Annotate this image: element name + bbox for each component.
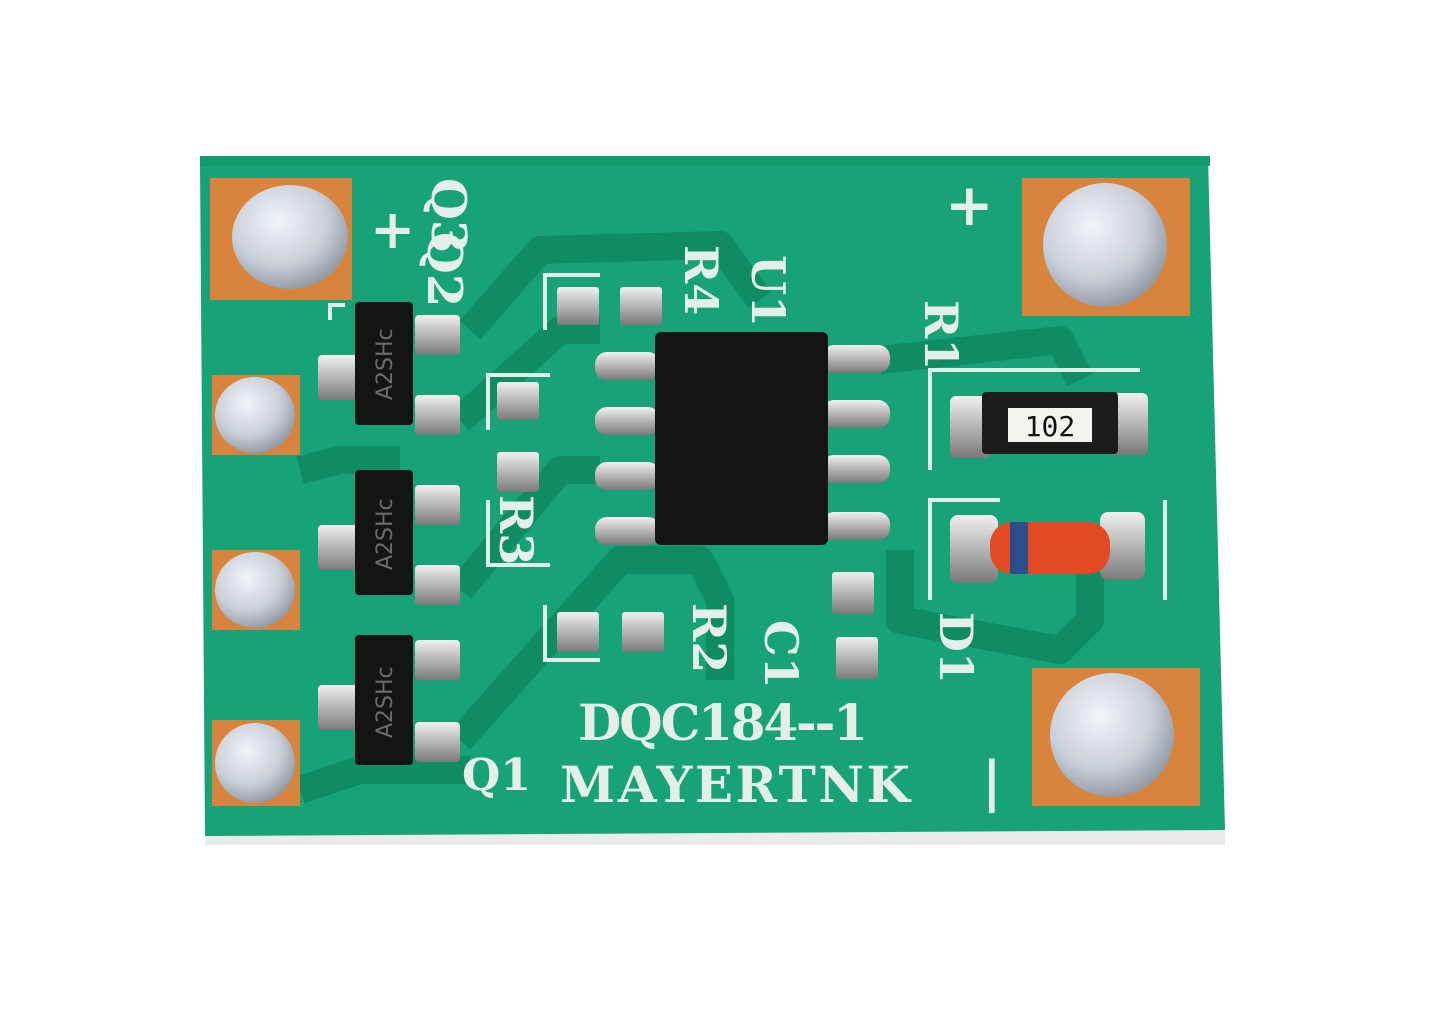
silkscreen-labels: + + | Q3 Q2 Q1 R4 U1 R1 R3 R2 C1 D1 DQC1… <box>370 171 1002 814</box>
resistor-code: 102 <box>1025 410 1076 443</box>
diode-d1 <box>950 512 1145 583</box>
label-u1: U1 <box>741 255 795 327</box>
label-r2: R2 <box>682 603 736 673</box>
label-c1: C1 <box>754 620 808 689</box>
label-plus-left: + <box>370 197 415 261</box>
label-r4: R4 <box>674 245 728 315</box>
solder-pads-edge <box>212 375 300 806</box>
transistor-q1: A2SHc <box>318 635 460 765</box>
label-q3: Q3 <box>420 178 476 253</box>
label-model: DQC184--1 <box>578 693 868 752</box>
resistor-r1: 102 <box>950 392 1148 458</box>
transistor-marking: A2SHc <box>373 498 398 570</box>
smd-pads <box>497 287 878 679</box>
transistor-q3: A2SHc <box>318 302 460 435</box>
label-r1: R1 <box>914 300 968 370</box>
solder-pads-large <box>210 178 1200 806</box>
label-q1: Q1 <box>462 750 531 801</box>
label-brand: MAYERTNK <box>560 755 912 814</box>
label-minus-right: | <box>982 749 1002 814</box>
transistor-marking: A2SHc <box>373 666 398 738</box>
copper-traces <box>295 231 1104 804</box>
label-d1: D1 <box>929 612 983 684</box>
transistor-q2: A2SHc <box>318 470 460 605</box>
label-q2: Q2 <box>416 232 472 307</box>
label-plus-right: + <box>945 171 994 239</box>
ic-u1 <box>595 332 890 545</box>
transistor-marking: A2SHc <box>373 328 398 400</box>
label-r3: R3 <box>489 495 543 565</box>
silkscreen-outlines <box>328 273 1167 662</box>
